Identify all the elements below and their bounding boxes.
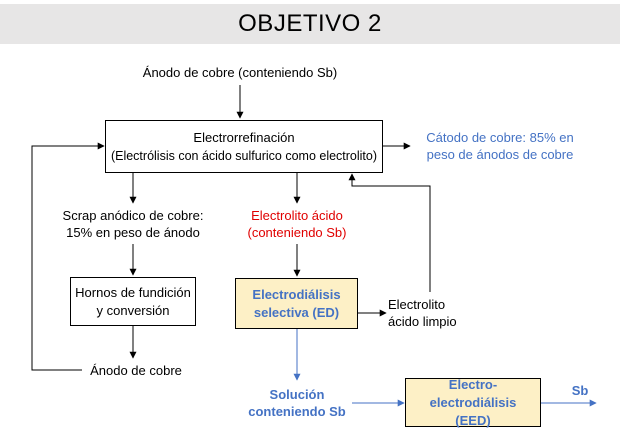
- page-title: OBJETIVO 2: [0, 4, 620, 44]
- title-text: OBJETIVO 2: [238, 10, 382, 37]
- selective-ed-box: Electrodiálisis selectiva (ED): [235, 278, 358, 329]
- furnaces-box: Hornos de fundición y conversión: [70, 277, 196, 326]
- electrorefining-title: Electrorrefinación: [193, 129, 295, 145]
- eed-box: Electro-electrodiálisis (EED): [405, 377, 541, 428]
- electrorefining-subtitle: (Electrólisis con ácido sulfurico como e…: [110, 148, 378, 163]
- sb-solution-label: Solución conteniendo Sb: [248, 387, 346, 419]
- clean-electrolyte-label: Electrolito ácido limpio: [388, 297, 457, 329]
- arrow-anode-return: [31, 142, 105, 371]
- acid-electrolyte-label: Electrolito ácido (conteniendo Sb): [247, 208, 347, 240]
- arrow-clean-return: [348, 173, 431, 292]
- sb-output-label: Sb: [571, 383, 589, 398]
- copper-anode-label: Ánodo de cobre: [90, 363, 182, 378]
- electrorefining-box: Electrorrefinación (Electrólisis con áci…: [105, 120, 383, 173]
- anode-input-label: Ánodo de cobre (conteniendo Sb): [142, 65, 338, 80]
- cathode-output-label: Cátodo de cobre: 85% en peso de ánodos d…: [426, 130, 574, 162]
- scrap-label: Scrap anódico de cobre: 15% en peso de á…: [62, 208, 204, 240]
